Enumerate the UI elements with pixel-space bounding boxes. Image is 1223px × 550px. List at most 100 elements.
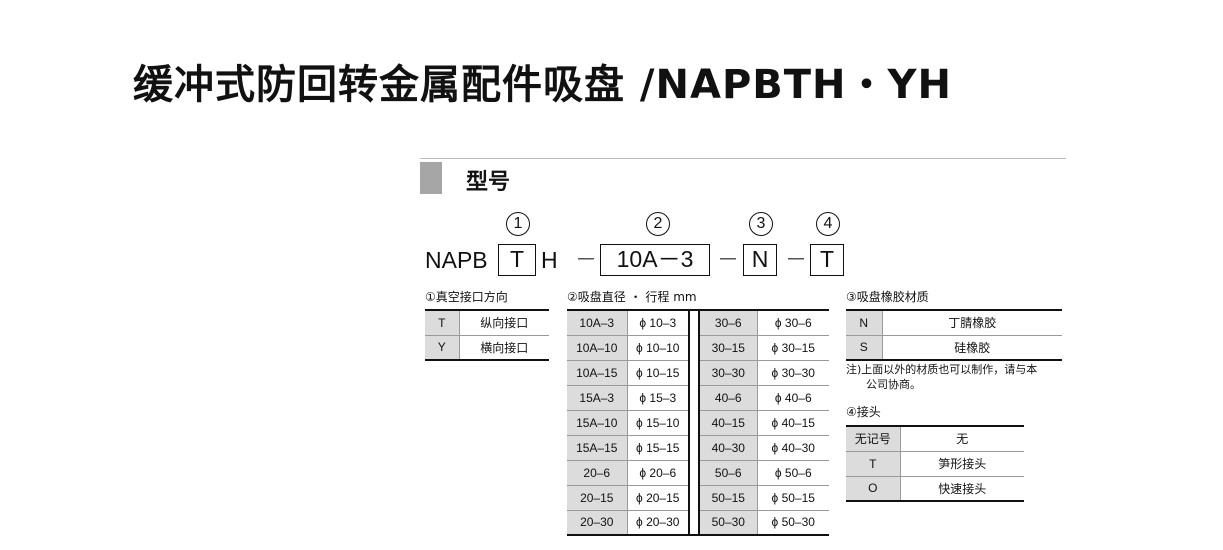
rubber-code: N [846, 310, 882, 335]
port-code: T [425, 310, 459, 335]
table-column-gap [688, 485, 700, 510]
table-row: 无记号 无 [846, 426, 1024, 451]
section-title: 型号 [466, 170, 511, 195]
fitting-desc: 无 [899, 426, 1024, 451]
model-box-size-stroke: 10A－3 [600, 244, 710, 276]
size-spec-right: ϕ 30–30 [756, 359, 829, 385]
size-code-right: 40–6 [699, 384, 757, 410]
model-dash-2: － [717, 247, 740, 272]
size-code-right: 50–15 [699, 484, 757, 510]
size-spec-right: ϕ 30–15 [756, 334, 829, 360]
model-box-port: T [498, 244, 536, 276]
size-code-left: 10A–15 [567, 359, 627, 385]
table-row: O 快速接头 [846, 475, 1024, 501]
size-spec-right: ϕ 50–30 [756, 509, 829, 535]
table1-heading: ①真空接口方向 [425, 290, 508, 304]
size-spec-right: ϕ 50–6 [756, 459, 829, 485]
port-direction-table: T 纵向接口 Y 横向接口 [425, 309, 549, 361]
table-column-gap [688, 360, 700, 385]
note-line-1: 注)上面以外的材质也可以制作，请与本 [846, 363, 1038, 376]
port-desc: 横向接口 [458, 334, 549, 360]
size-spec-right: ϕ 50–15 [756, 484, 829, 510]
size-code-left: 15A–15 [567, 434, 627, 460]
size-code-left: 15A–3 [567, 384, 627, 410]
material-note: 注)上面以外的材质也可以制作，请与本 公司协商。 [846, 362, 1076, 392]
section-marker-bar [420, 162, 442, 194]
position-marker-4: 4 [816, 212, 840, 236]
size-code-right: 30–30 [699, 359, 757, 385]
model-dash-1: － [575, 247, 598, 272]
table-row: N 丁腈橡胶 [846, 310, 1062, 335]
model-prefix: NAPB [425, 247, 488, 273]
rubber-code: S [846, 334, 882, 360]
model-dash-3: － [785, 247, 808, 272]
table-column-gap [688, 510, 700, 535]
table-row: T 纵向接口 [425, 310, 549, 335]
size-code-right: 50–6 [699, 459, 757, 485]
model-box-fitting: T [810, 244, 844, 276]
page-title: 缓冲式防回转金属配件吸盘 /NAPBTH・YH [133, 62, 952, 108]
port-code: Y [425, 334, 459, 360]
table-column-gap [688, 385, 700, 410]
table-column-gap [688, 335, 700, 360]
table-column-gap [688, 310, 700, 335]
rubber-material-table: N 丁腈橡胶 S 硅橡胶 [846, 309, 1062, 361]
fitting-code: O [846, 475, 900, 501]
fitting-table: 无记号 无 T 笋形接头 O 快速接头 [846, 425, 1024, 502]
table-column-gap [688, 460, 700, 485]
size-spec-left: ϕ 20–15 [626, 484, 689, 510]
size-spec-left: ϕ 15–15 [626, 434, 689, 460]
size-spec-left: ϕ 20–30 [626, 509, 689, 535]
size-code-left: 15A–10 [567, 409, 627, 435]
size-code-left: 20–15 [567, 484, 627, 510]
size-spec-right: ϕ 40–30 [756, 434, 829, 460]
table-column-gap [688, 435, 700, 460]
table-column-gap [688, 410, 700, 435]
size-code-left: 20–30 [567, 509, 627, 535]
size-code-right: 30–15 [699, 334, 757, 360]
size-code-right: 40–30 [699, 434, 757, 460]
size-spec-left: ϕ 20–6 [626, 459, 689, 485]
note-line-2: 公司协商。 [866, 378, 921, 391]
fitting-desc: 笋形接头 [899, 450, 1024, 476]
size-spec-left: ϕ 10–3 [626, 310, 689, 335]
table4-heading: ④接头 [846, 405, 881, 419]
size-code-left: 20–6 [567, 459, 627, 485]
size-spec-left: ϕ 15–10 [626, 409, 689, 435]
size-spec-left: ϕ 10–15 [626, 359, 689, 385]
table-row: T 笋形接头 [846, 450, 1024, 476]
position-marker-1: 1 [506, 212, 530, 236]
size-code-left: 10A–10 [567, 334, 627, 360]
fitting-code: T [846, 450, 900, 476]
fitting-code: 无记号 [846, 426, 900, 451]
size-code-right: 40–15 [699, 409, 757, 435]
model-mid: H [541, 247, 558, 273]
size-spec-right: ϕ 40–15 [756, 409, 829, 435]
size-spec-left: ϕ 10–10 [626, 334, 689, 360]
position-marker-2: 2 [646, 212, 670, 236]
model-box-rubber: N [743, 244, 777, 276]
size-code-right: 30–6 [699, 310, 757, 335]
fitting-desc: 快速接头 [899, 475, 1024, 501]
table2-heading: ②吸盘直径 ・ 行程 mm [567, 290, 697, 304]
size-spec-left: ϕ 15–3 [626, 384, 689, 410]
size-spec-right: ϕ 30–6 [756, 310, 829, 335]
table-row: Y 横向接口 [425, 334, 549, 360]
position-marker-3: 3 [749, 212, 773, 236]
size-code-right: 50–30 [699, 509, 757, 535]
table3-heading: ③吸盘橡胶材质 [846, 290, 929, 304]
size-spec-right: ϕ 40–6 [756, 384, 829, 410]
port-desc: 纵向接口 [458, 310, 549, 335]
rubber-desc: 丁腈橡胶 [881, 310, 1062, 335]
table-row: S 硅橡胶 [846, 334, 1062, 360]
